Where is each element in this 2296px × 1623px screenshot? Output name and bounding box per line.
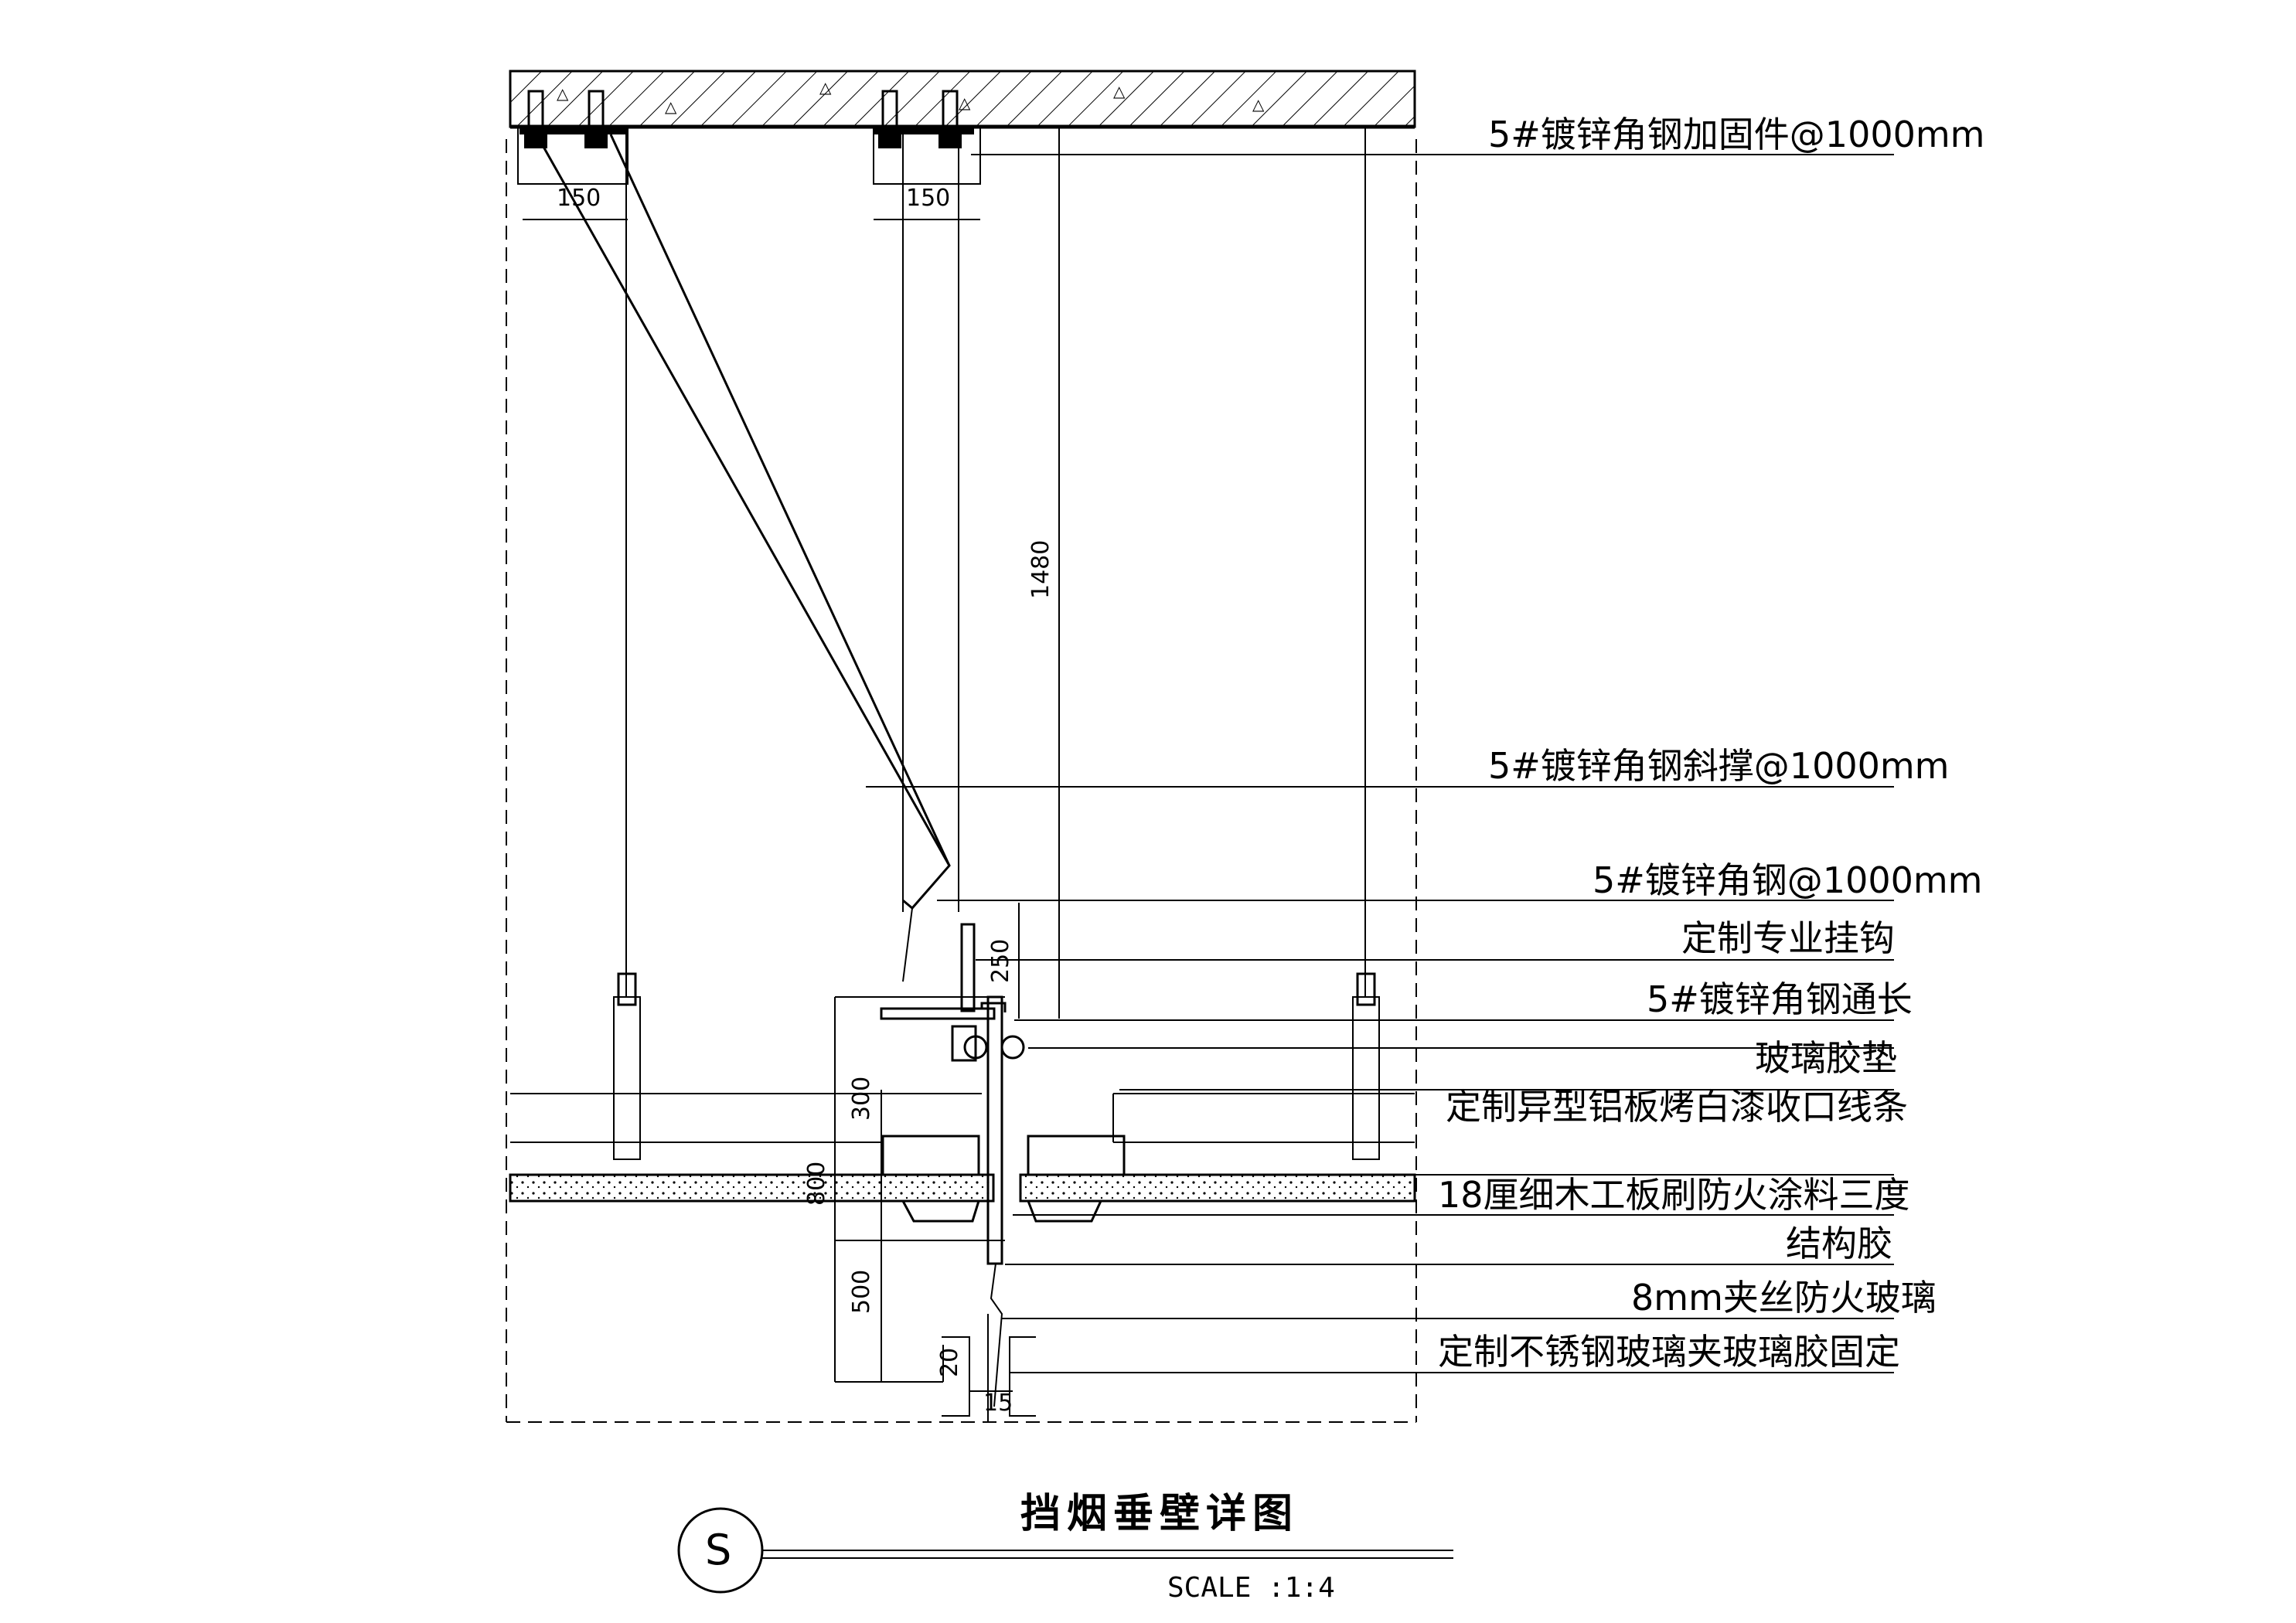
dim-left-bracket: 150 xyxy=(557,185,601,212)
glass-clip xyxy=(942,1336,1036,1417)
fire-glass xyxy=(986,995,1003,1422)
svg-text:△: △ xyxy=(819,78,832,97)
drawing-scale: SCALE :1:4 xyxy=(1167,1572,1335,1604)
callout-continuous-angle: 5#镀锌角钢通长 xyxy=(1647,978,1913,1020)
dim-glass-thickness: 15 xyxy=(983,1390,1013,1417)
dim-lower: 500 xyxy=(848,1270,875,1314)
title-block xyxy=(677,1507,1453,1594)
svg-text:△: △ xyxy=(1113,82,1126,100)
drawing-title: 挡烟垂壁详图 xyxy=(1020,1491,1299,1537)
callout-hook: 定制专业挂钩 xyxy=(1681,917,1895,959)
svg-text:△: △ xyxy=(665,97,677,116)
plywood-board xyxy=(509,1173,1416,1203)
diagonal-brace xyxy=(535,134,951,982)
callout-glass-clip: 定制不锈钢玻璃夹玻璃胶固定 xyxy=(1438,1331,1900,1373)
dim-hanger-height: 1480 xyxy=(1027,540,1054,599)
callout-steel-angle: 5#镀锌角钢@1000mm xyxy=(1593,859,1983,901)
aluminium-trim xyxy=(881,1135,1126,1223)
dim-mid-bracket: 150 xyxy=(906,185,950,212)
callout-reinforcement: 5#镀锌角钢加固件@1000mm xyxy=(1488,114,1985,155)
callout-diagonal-brace: 5#镀锌角钢斜撑@1000mm xyxy=(1488,745,1950,787)
svg-text:△: △ xyxy=(959,94,971,112)
callout-plywood: 18厘细木工板刷防火涂料三度 xyxy=(1438,1174,1910,1216)
hanger-rods xyxy=(613,127,1380,1160)
svg-text:△: △ xyxy=(557,84,569,103)
concrete-slab: △ △ △ △ △ △ xyxy=(509,70,1416,129)
dim-clip-height: 20 xyxy=(936,1348,963,1377)
callout-glass-pad: 玻璃胶垫 xyxy=(1755,1037,1897,1079)
callout-leaders xyxy=(866,154,1894,1373)
steel-hook-and-angles xyxy=(880,923,1025,1062)
callout-aluminium-trim: 定制异型铝板烤白漆收口线条 xyxy=(1446,1086,1908,1128)
drawing-symbol: S xyxy=(705,1526,731,1574)
section-boundary xyxy=(506,139,1417,1423)
dim-total: 800 xyxy=(803,1162,830,1206)
callout-structural-glue: 结构胶 xyxy=(1786,1223,1892,1264)
svg-text:△: △ xyxy=(1252,95,1265,114)
dim-hook: 250 xyxy=(987,939,1014,983)
dim-upper: 300 xyxy=(848,1077,875,1121)
dimension-lines xyxy=(523,127,1060,1392)
callout-fire-glass: 8mm夹丝防火玻璃 xyxy=(1631,1277,1937,1318)
ceiling-panel-lines xyxy=(510,1093,1415,1143)
